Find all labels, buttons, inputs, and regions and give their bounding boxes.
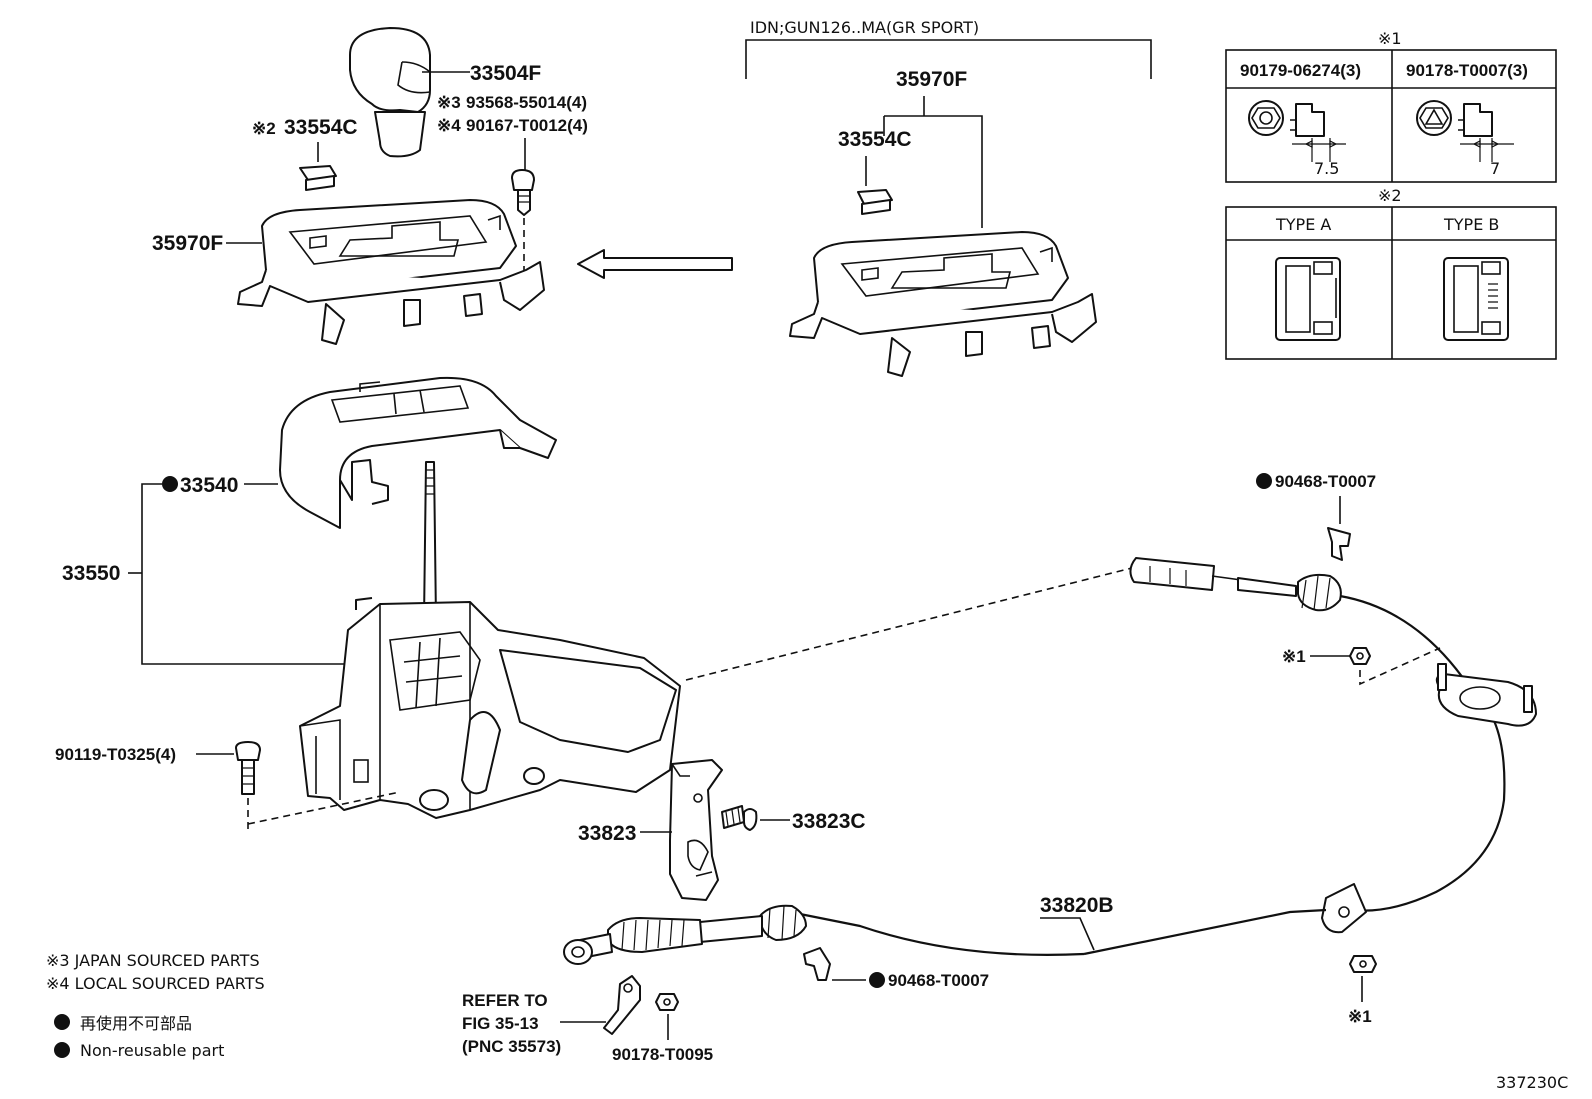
fastener-table: ※1 90179-06274(3) 90178-T0007(3) 7.5 [1225,29,1557,183]
housing-right-label: 35970F [896,68,967,91]
table2-col2: TYPE B [1443,215,1499,234]
shift-cable [563,557,1537,965]
direction-arrow [577,249,733,279]
shift-lever-cover [279,376,557,529]
table1-col2: 90178-T0007(3) [1406,61,1528,80]
bracket-bolt-label: 33823C [792,810,866,833]
variant-header: IDN;GUN126..MA(GR SPORT) [750,18,979,37]
indicator-type-a-icon [1275,257,1341,341]
indicator-type-table: ※2 TYPE A TYPE B [1225,186,1557,360]
table1-mark: ※1 [1378,29,1402,48]
clip-top-label: 90468-T0007 [1275,472,1376,491]
cable-label: 33820B [1040,894,1114,917]
bracket-label: 33823 [578,822,636,845]
bolt-icon [235,741,261,795]
legend-note4: ※4 LOCAL SOURCED PARTS [46,974,265,993]
table1-col1: 90179-06274(3) [1240,61,1361,80]
non-reusable-dot-icon [54,1014,70,1030]
legend-bullet-jp: 再使用不可部品 [80,1014,192,1033]
indicator-left-icon [299,165,337,191]
shift-housing-right [789,231,1097,377]
flange-nut-icon [1248,100,1346,162]
clip-top-icon [1327,527,1351,561]
refer-line1: REFER TO [462,991,548,1010]
table1-dim1: 7.5 [1314,159,1339,178]
legend: ※3 JAPAN SOURCED PARTS ※4 LOCAL SOURCED … [46,951,265,1060]
screw-icon [511,169,535,216]
flange-nut-icon [1349,955,1377,973]
indicator-right-label: 33554C [838,128,912,151]
shift-lever-base [299,461,681,819]
table2-col1: TYPE A [1275,215,1331,234]
mark4-label: ※4 [437,116,461,135]
table2-mark: ※2 [1378,186,1402,205]
nut-bottom-label: 90178-T0095 [612,1045,713,1064]
knob-label: 33504F [470,62,541,85]
table1-dim2: 7 [1490,159,1500,178]
legend-note3: ※3 JAPAN SOURCED PARTS [46,951,260,970]
nut-upper-mark: ※1 [1282,647,1306,666]
indicator-left-label: 33554C [284,116,358,139]
shift-lever-assy-label: 33550 [62,562,120,585]
mark2-label: ※2 [252,119,276,138]
non-reusable-dot-icon [162,476,178,492]
cover-label: 33540 [180,474,238,497]
clip-bottom-icon [803,947,831,981]
mark3-label: ※3 [437,93,461,112]
indicator-type-b-icon [1443,257,1509,341]
housing-left-label: 35970F [152,232,223,255]
non-reusable-dot-icon [1256,473,1272,489]
screw-local-label: 90167-T0012(4) [466,116,588,135]
diagram-id: 337230C [1496,1073,1568,1092]
shift-knob [349,27,431,158]
clip-bottom-label: 90468-T0007 [888,971,989,990]
bracket-bolt-icon [721,805,758,831]
indicator-right-icon [857,189,893,215]
flange-nut-icon [1349,647,1371,665]
refer-line2: FIG 35-13 [462,1014,539,1033]
screw-jp-label: 93568-55014(4) [466,93,587,112]
non-reusable-dot-icon [869,972,885,988]
shift-housing-left [237,199,545,345]
flange-nut-icon [1416,100,1514,162]
cable-bracket [669,759,723,901]
refer-line3: (PNC 35573) [462,1037,561,1056]
legend-bullet-en: Non-reusable part [80,1041,224,1060]
flange-nut-icon [655,993,679,1011]
nut-lower-mark: ※1 [1348,1007,1372,1026]
non-reusable-dot-icon [54,1042,70,1058]
variant-group: IDN;GUN126..MA(GR SPORT) [745,18,1152,79]
bolt-label: 90119-T0325(4) [55,745,176,764]
refer-bracket-icon [603,975,641,1035]
